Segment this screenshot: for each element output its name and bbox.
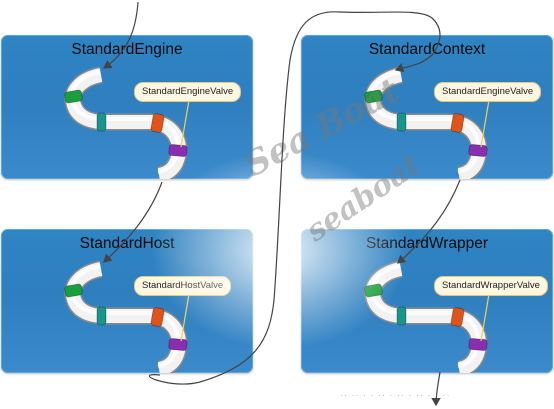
collar-green (64, 89, 83, 104)
flow-line-wrapper-out (431, 371, 441, 407)
flow-line-engine-in (103, 1, 139, 69)
collar-teal (96, 112, 107, 132)
valve-label: StandardEngineValve (434, 82, 542, 102)
collar-green (64, 283, 83, 298)
pipe-highlight (69, 264, 181, 368)
flow-line-context-to-wrapper (397, 179, 461, 264)
valve-pointer (480, 293, 490, 342)
pipe-highlight (369, 70, 481, 174)
collar-orange (150, 113, 165, 133)
collar-teal (396, 112, 407, 132)
valve-label: StandardEngineValve (134, 82, 242, 102)
collar-orange (450, 307, 465, 327)
panel-title: StandardContext (368, 41, 486, 58)
collar-orange (450, 113, 465, 133)
flow-line-host-to-context (148, 11, 441, 385)
pipeline-icon (364, 66, 490, 179)
collar-green (364, 89, 383, 104)
collar-teal (96, 306, 107, 326)
valve-pointer (480, 99, 490, 148)
footer-watermark-url: ·· ·· · · ·· · ·· · ·· · · ·· (340, 390, 451, 400)
watermark-glow (150, 150, 410, 350)
valve-pointer (180, 99, 190, 148)
collar-purple (468, 144, 488, 157)
panel-title: StandardEngine (71, 41, 183, 58)
pipeline-icon (64, 260, 190, 373)
valve-label: StandardWrapperValve (434, 276, 548, 296)
flow-line-engine-to-host (103, 181, 163, 263)
collar-purple (468, 338, 488, 351)
